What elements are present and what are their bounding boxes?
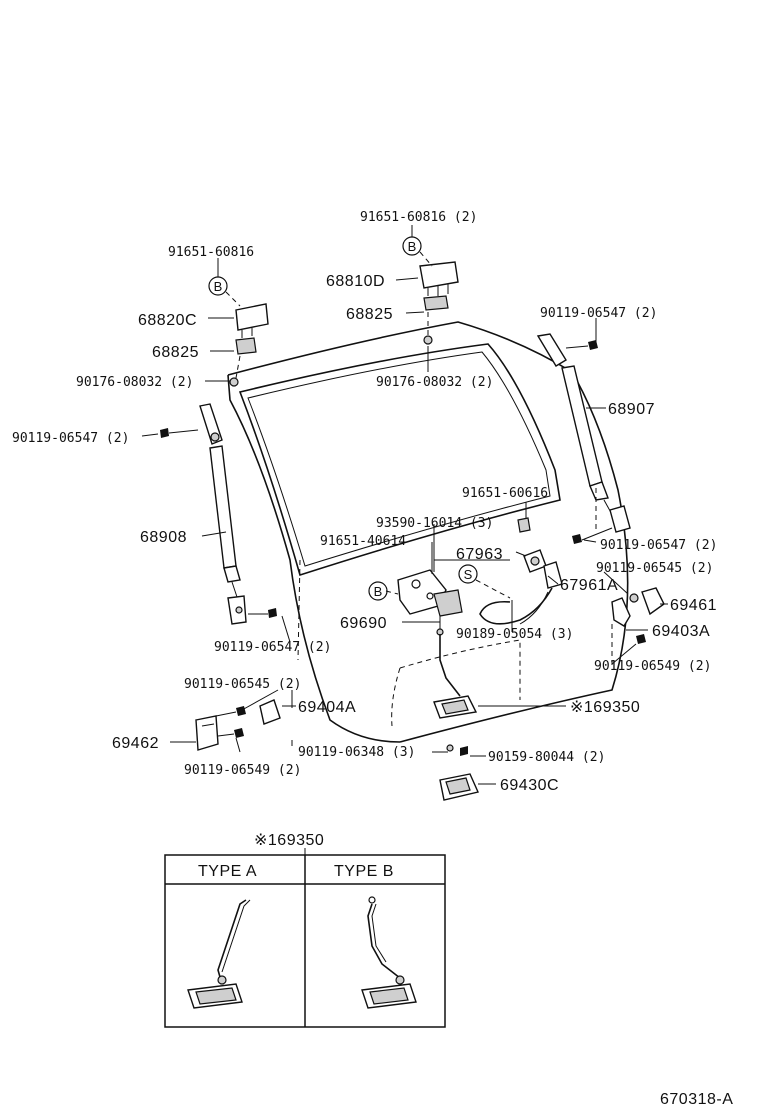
gas-strut-68907 [536, 333, 631, 544]
label-90119-06545-left: 90119-06545 (2) [184, 677, 301, 692]
gas-strut-68908 [160, 403, 277, 625]
svg-text:B: B [374, 584, 383, 599]
part-labels: 91651-60816 (2) 91651-60816 68810D 68820… [12, 210, 717, 794]
label-69403A: 69403A [652, 623, 710, 640]
label-90119-06547-top-right: 90119-06547 (2) [540, 306, 657, 321]
label-169350: ※169350 [570, 699, 640, 716]
lock-assembly-69690 [397, 517, 531, 697]
leader-lines [141, 225, 668, 785]
label-69430C: 69430C [500, 777, 559, 794]
label-90119-06545-right: 90119-06545 (2) [596, 561, 713, 576]
lock-linkage-67961A [479, 549, 563, 625]
label-90176-08032-left: 90176-08032 (2) [76, 375, 193, 390]
hinge-68810D [419, 261, 459, 345]
label-90119-06547-bottom-left: 90119-06547 (2) [214, 640, 331, 655]
label-68825-right: 68825 [346, 306, 393, 323]
label-68825-left: 68825 [152, 344, 199, 361]
label-90119-06549-left: 90119-06549 (2) [184, 763, 301, 778]
label-91651-60616: 91651-60616 [462, 486, 548, 501]
inset-type-b: TYPE B [334, 863, 394, 880]
svg-text:B: B [408, 239, 417, 254]
label-69462: 69462 [112, 735, 159, 752]
inset-title: ※169350 [254, 832, 324, 849]
inset-169350-types: ※169350 TYPE A TYPE B [164, 832, 446, 1028]
label-68820C: 68820C [138, 312, 197, 329]
label-67961A: 67961A [560, 577, 618, 594]
label-90119-06549-right: 90119-06549 (2) [594, 659, 711, 674]
label-69404A: 69404A [298, 699, 356, 716]
bracket-69462 [195, 699, 281, 751]
label-68810D: 68810D [326, 273, 385, 290]
label-69690: 69690 [340, 615, 387, 632]
callout-b-lock: B [368, 581, 399, 601]
handle-69430C [433, 695, 479, 801]
label-69461: 69461 [670, 597, 717, 614]
label-90119-06547-right-mid: 90119-06547 (2) [600, 538, 717, 553]
diagram-code: 670318-A [660, 1091, 733, 1108]
svg-text:S: S [464, 567, 473, 582]
handle-type-b-illustration [361, 896, 417, 1009]
callout-b-top-left: B [208, 276, 241, 307]
callout-s-lock: S [458, 564, 511, 599]
label-93590-16014: 93590-16014 (3) [376, 516, 493, 531]
label-90159-80044: 90159-80044 (2) [488, 750, 605, 765]
label-68907: 68907 [608, 401, 655, 418]
label-90189-05054: 90189-05054 (3) [456, 627, 573, 642]
handle-type-a-illustration [187, 899, 251, 1009]
callout-b-top-right: B [402, 236, 433, 267]
svg-text:B: B [214, 279, 223, 294]
label-91651-60816-2: 91651-60816 (2) [360, 210, 477, 225]
label-90176-08032-right: 90176-08032 (2) [376, 375, 493, 390]
label-68908: 68908 [140, 529, 187, 546]
label-90119-06547-left: 90119-06547 (2) [12, 431, 129, 446]
inset-type-a: TYPE A [198, 863, 257, 880]
label-67963: 67963 [456, 546, 503, 563]
label-91651-40614: 91651-40614 [320, 534, 406, 549]
label-91651-60816: 91651-60816 [168, 245, 254, 260]
hinge-68820C [229, 303, 269, 387]
label-90119-06348: 90119-06348 (3) [298, 745, 415, 760]
